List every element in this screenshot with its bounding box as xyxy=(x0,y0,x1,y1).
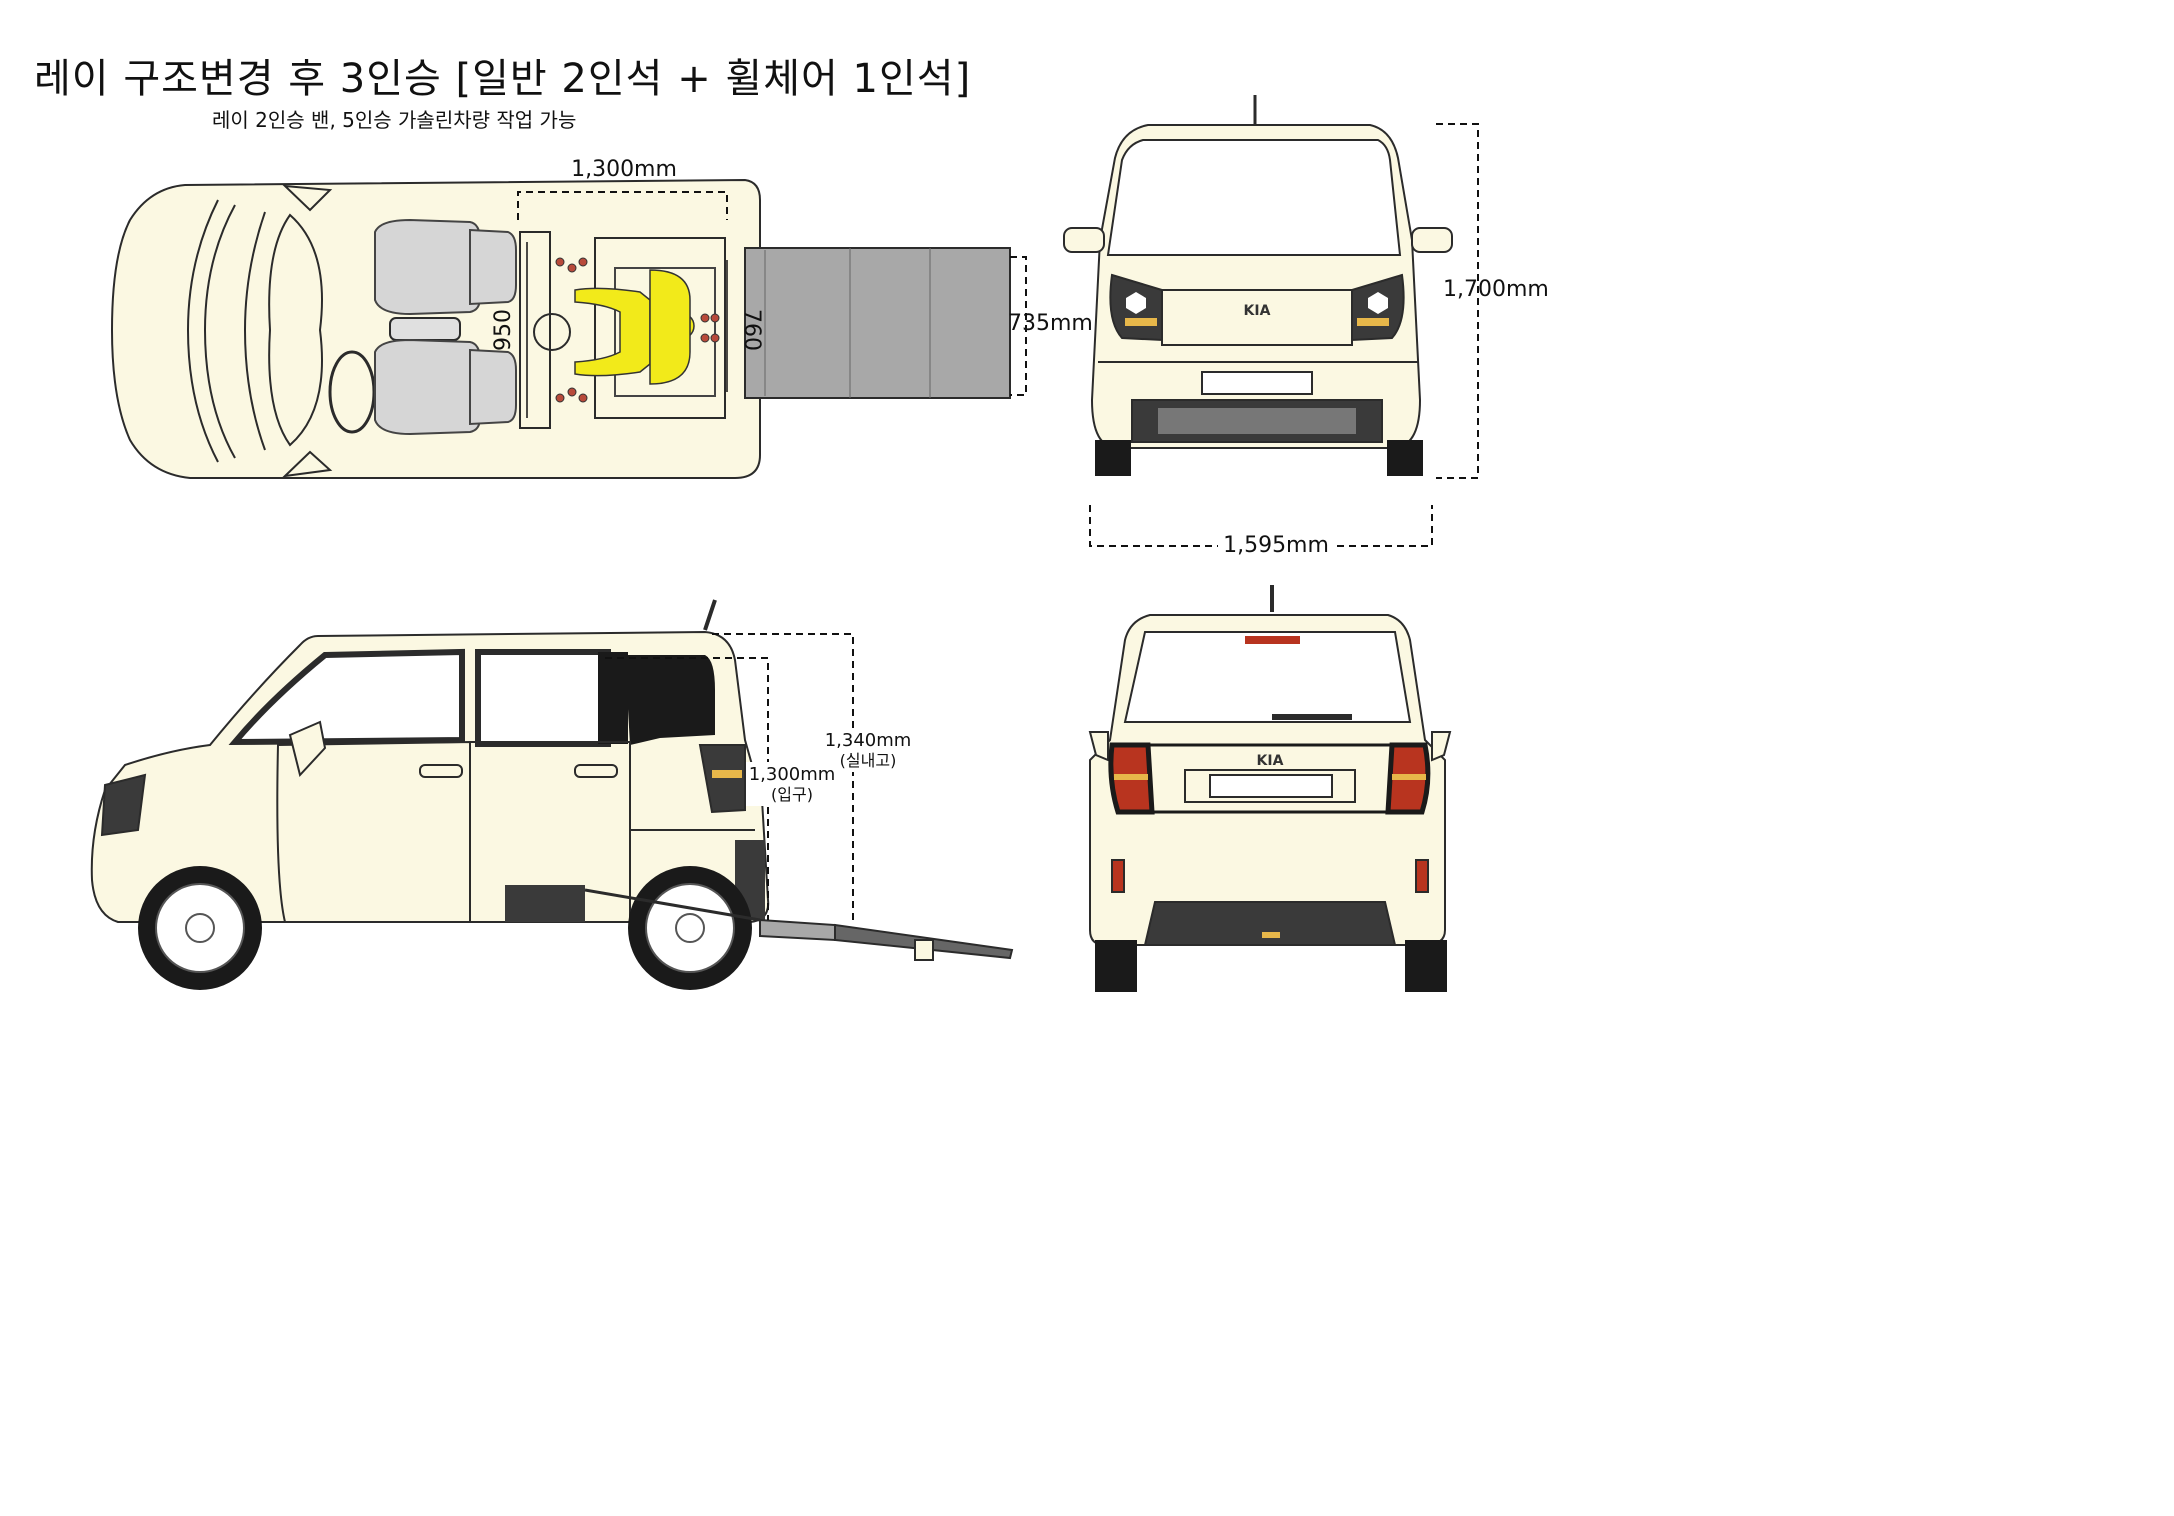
front-kia-logo: KIA xyxy=(1244,303,1271,319)
side-window-rear xyxy=(475,649,611,747)
dim-vehicle-width: 1,595mm xyxy=(1223,533,1329,558)
top-view: 1,300mm 950 760 735mm xyxy=(110,157,1093,479)
front-seat-left xyxy=(374,218,517,316)
front-windshield xyxy=(1106,139,1402,256)
front-view: KIA 1,700mm 1,595mm xyxy=(1063,95,1549,558)
page-subtitle: 레이 2인승 밴, 5인승 가솔린차량 작업 가능 xyxy=(212,108,577,132)
dim-interior-width: 950 xyxy=(491,309,516,351)
side-view: 1,340mm (실내고) 1,300mm (입구) xyxy=(90,599,1014,990)
ramp-top xyxy=(744,247,1011,399)
vehicle-drawing: 1,300mm 950 760 735mm KIA xyxy=(90,95,1549,992)
rear-kia-logo: KIA xyxy=(1257,753,1284,769)
side-window-front xyxy=(228,648,465,746)
rear-view: KIA xyxy=(1088,585,1452,992)
dim-interior-height: 1,340mm xyxy=(825,730,912,751)
page-title: 레이 구조변경 후 3인승 [일반 2인석 + 휠체어 1인석] xyxy=(34,56,972,102)
rear-window xyxy=(1123,631,1412,723)
rear-wheel xyxy=(628,866,752,990)
front-wheel xyxy=(138,866,262,990)
dim-entry-height: 1,300mm xyxy=(749,764,836,785)
dim-ramp-width: 735mm xyxy=(1008,311,1093,336)
dim-wheelchair-width: 760 xyxy=(739,309,764,351)
dim-floor-length: 1,300mm xyxy=(571,157,677,182)
ramp-side xyxy=(584,888,1014,961)
dim-entry-height-note: (입구) xyxy=(771,785,813,804)
wheelchair-occupant xyxy=(574,269,695,385)
dim-vehicle-height: 1,700mm xyxy=(1443,277,1549,302)
front-seat-right xyxy=(374,338,517,436)
dim-interior-height-note: (실내고) xyxy=(840,751,897,770)
